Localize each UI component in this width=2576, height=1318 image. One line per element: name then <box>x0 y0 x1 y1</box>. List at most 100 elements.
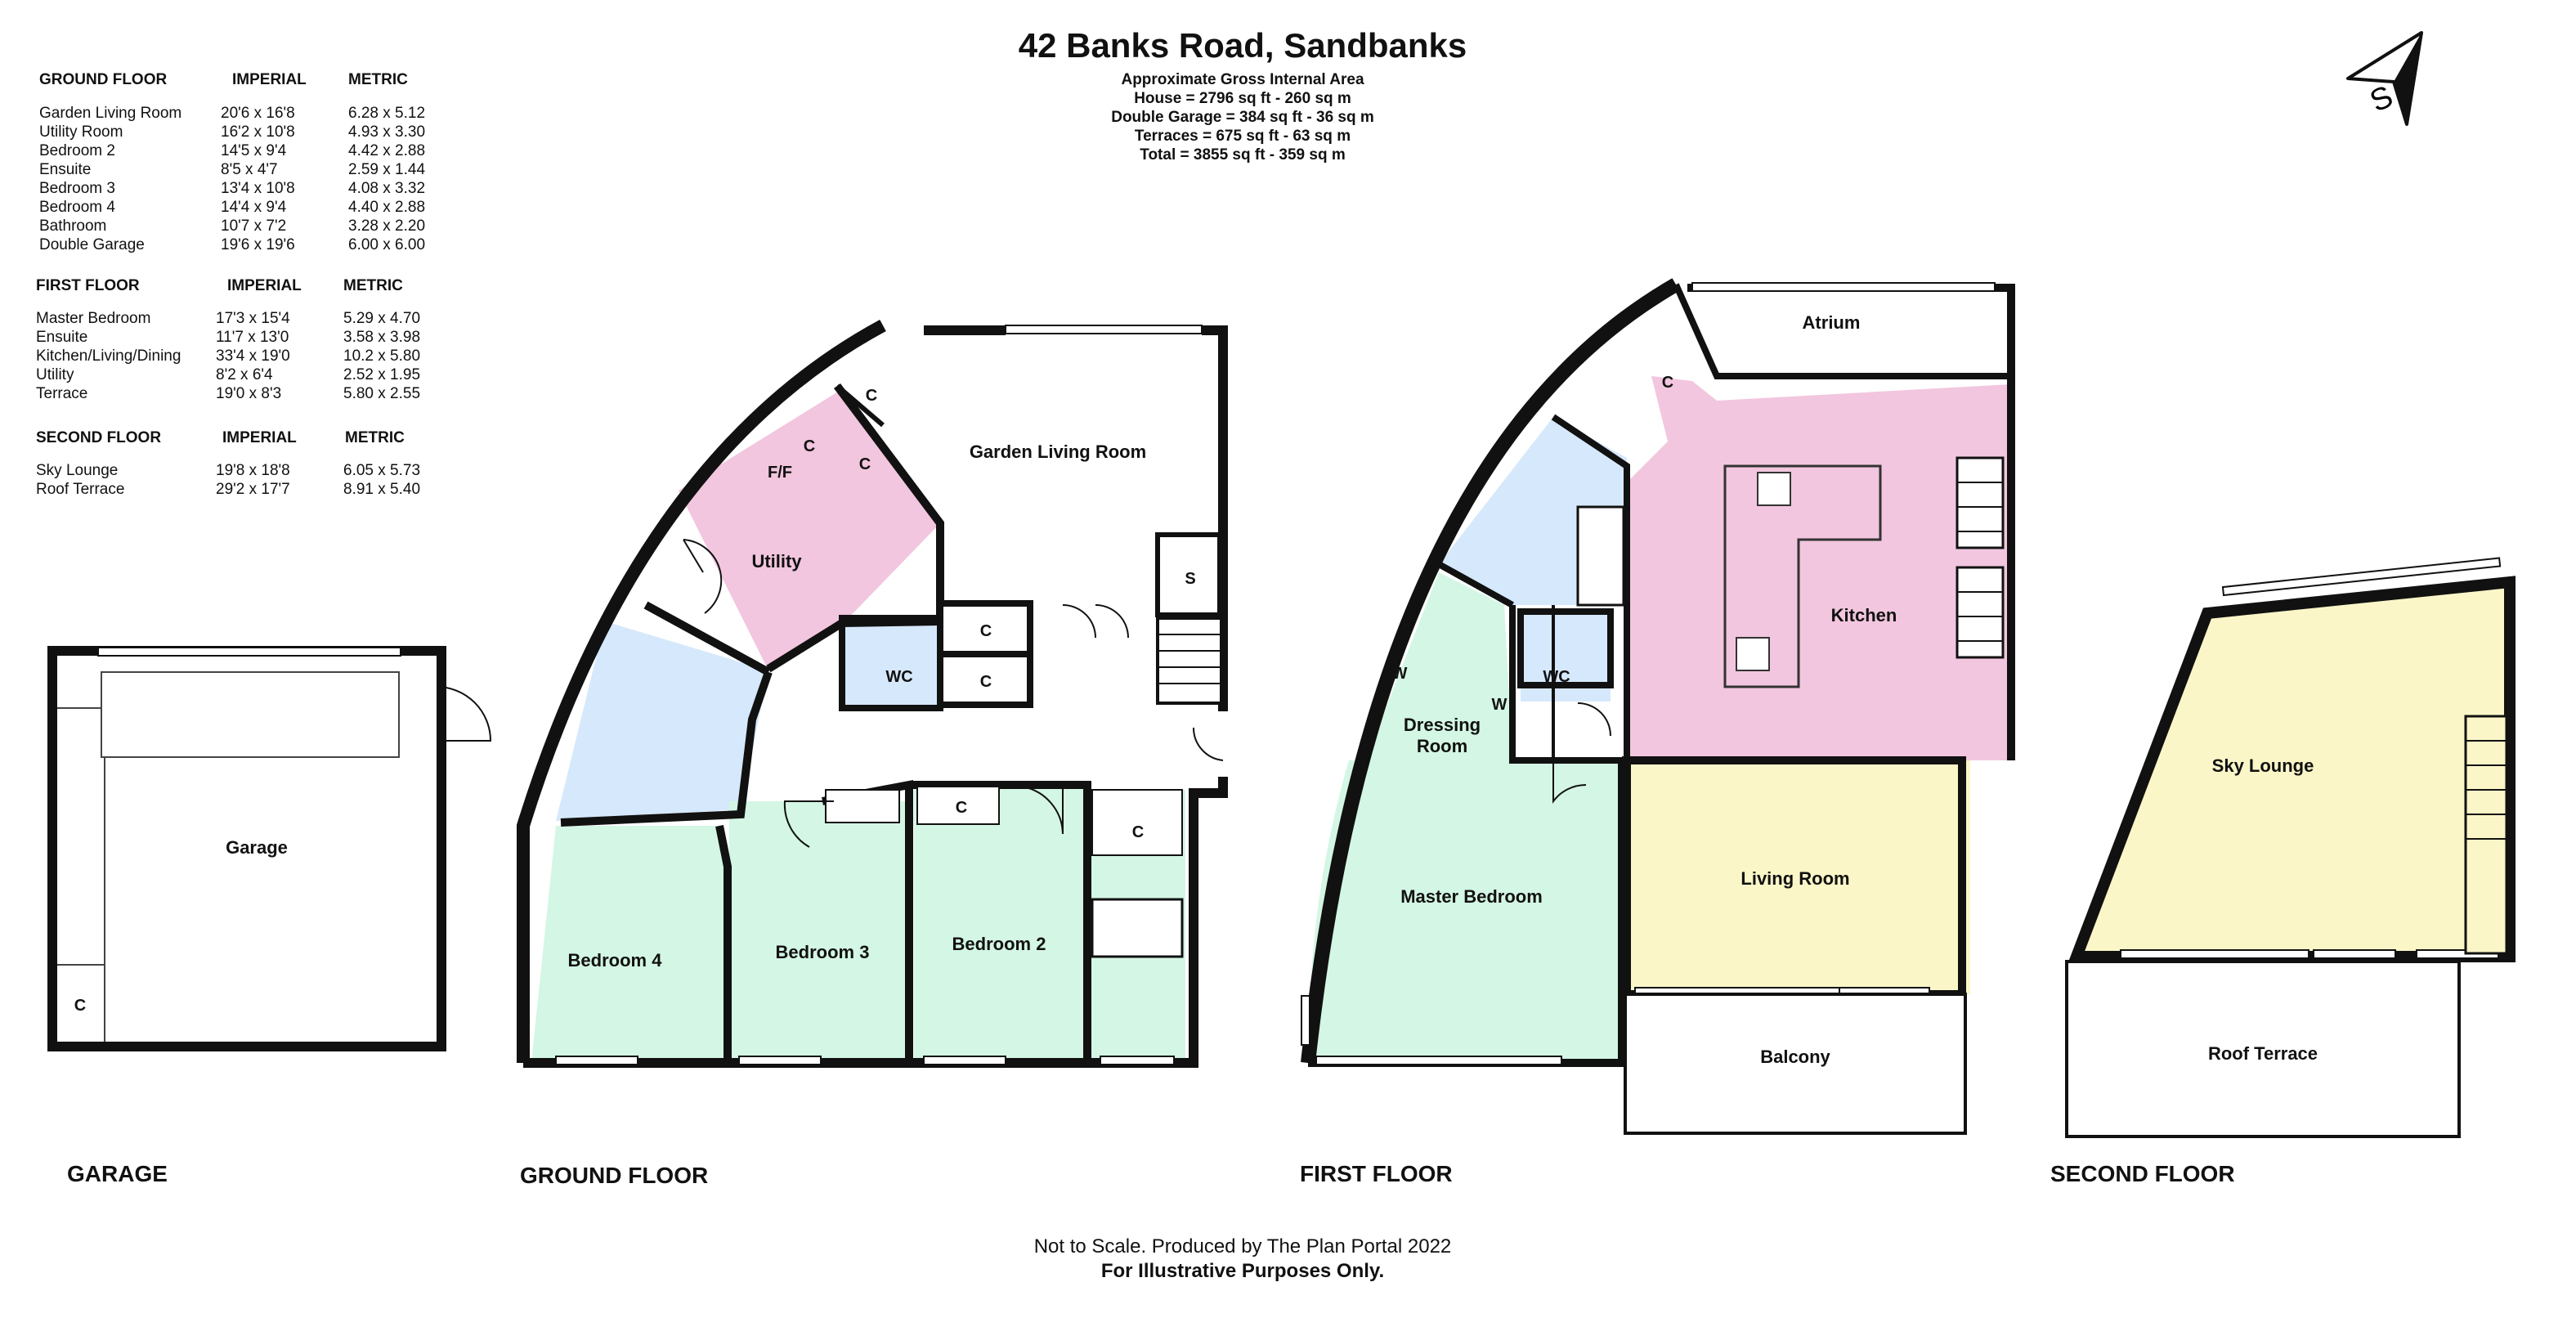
balcony-outline <box>1624 993 1967 1135</box>
room-label-cupboard: C <box>74 997 86 1015</box>
ground-floor-plan: Garden Living Room Utility F/F C C C S C… <box>517 319 1228 1068</box>
schedule-imperial-cell: 19'6 x 19'6 <box>221 236 295 253</box>
room-label-cupboard: C <box>1132 823 1144 841</box>
second-stairs <box>2464 715 2508 955</box>
schedule-ground-heading: GROUND FLOOR <box>39 71 168 88</box>
room-label-master-bedroom: Master Bedroom <box>1400 886 1543 907</box>
schedule-name-cell: Roof Terrace <box>36 481 125 498</box>
room-label-balcony: Balcony <box>1760 1047 1830 1067</box>
schedule-imperial-cell: 19'8 x 18'8 <box>216 462 290 479</box>
schedule-imperial-cell: 29'2 x 17'7 <box>216 481 290 498</box>
bedroom4-area <box>531 826 724 1063</box>
schedule-name-cell: Ensuite <box>36 329 88 346</box>
schedule-name-cell: Garden Living Room <box>39 105 182 122</box>
schedule-metric-cell: 3.28 x 2.20 <box>348 217 426 235</box>
schedule-name-cell: Bathroom <box>39 217 107 235</box>
utility-room-area <box>679 389 940 670</box>
schedule-name-cell: Sky Lounge <box>36 462 119 479</box>
room-label-cupboard: C <box>1662 374 1673 392</box>
schedule-name-cell: Master Bedroom <box>36 310 151 327</box>
room-label-atrium: Atrium <box>1803 312 1861 333</box>
schedule-imperial-cell: 33'4 x 19'0 <box>216 347 290 365</box>
first-floor-plan: Atrium C Kitchen WC W W Dressing Room Ma… <box>1301 278 2015 1135</box>
schedule-metric-cell: 5.29 x 4.70 <box>343 310 421 327</box>
schedule-imperial-cell: 13'4 x 10'8 <box>221 180 295 197</box>
room-schedule: GROUND FLOOR IMPERIAL METRIC Garden Livi… <box>0 0 458 507</box>
room-label-store: S <box>1185 570 1195 588</box>
area-total: Total = 3855 sq ft - 359 sq m <box>1140 146 1346 164</box>
schedule-metric-cell: 3.58 x 3.98 <box>343 329 421 346</box>
ground-stairs <box>1156 616 1223 705</box>
footer: Not to Scale. Produced by The Plan Porta… <box>0 1235 2485 1284</box>
room-label-garage: Garage <box>226 837 288 858</box>
room-label-cupboard: C <box>866 387 877 405</box>
schedule-name-cell: Utility <box>36 366 74 383</box>
area-heading: Approximate Gross Internal Area <box>1121 71 1364 88</box>
schedule-imperial-cell: 10'7 x 7'2 <box>221 217 287 235</box>
footer-credit: Not to Scale. Produced by The Plan Porta… <box>1033 1235 1452 1257</box>
living-room-area <box>1627 760 1970 994</box>
schedule-imperial-cell: 16'2 x 10'8 <box>221 123 295 141</box>
schedule-metric-cell: 8.91 x 5.40 <box>343 481 421 498</box>
room-label-cupboard: C <box>859 455 871 473</box>
first-curved-wall <box>1301 278 1680 1064</box>
schedule-imperial-cell: 11'7 x 13'0 <box>216 329 289 346</box>
bathroom-area <box>556 621 768 821</box>
sky-lounge-walls <box>2068 576 2516 962</box>
schedule-metric-cell: 10.2 x 5.80 <box>343 347 421 365</box>
room-label-wardrobe: W <box>1492 696 1508 714</box>
schedule-metric-cell: 6.05 x 5.73 <box>343 462 421 479</box>
schedule-metric-cell: 6.00 x 6.00 <box>348 236 426 253</box>
schedule-metric-cell: 4.42 x 2.88 <box>348 142 426 159</box>
schedule-name-cell: Bedroom 3 <box>39 180 115 197</box>
floor-label-first: FIRST FLOOR <box>1300 1161 1453 1186</box>
compass-arrow-icon: S <box>2346 31 2423 126</box>
footer-disclaimer: For Illustrative Purposes Only. <box>1100 1260 1385 1282</box>
schedule-imperial-cell: 19'0 x 8'3 <box>216 385 282 402</box>
schedule-first-heading: FIRST FLOOR <box>36 277 140 294</box>
room-label-utility: Utility <box>751 551 802 572</box>
wc-area <box>842 618 940 708</box>
room-label-roof-terrace: Roof Terrace <box>2208 1043 2318 1064</box>
room-label-living-room: Living Room <box>1740 868 1849 889</box>
schedule-metric-header: METRIC <box>345 429 405 446</box>
area-summary: Approximate Gross Internal Area House = … <box>850 70 1635 164</box>
schedule-imperial-header: IMPERIAL <box>222 429 297 446</box>
kitchen-island <box>1723 464 1882 688</box>
schedule-imperial-header: IMPERIAL <box>232 71 307 88</box>
roof-terrace-outline <box>2065 960 2461 1138</box>
schedule-metric-cell: 2.59 x 1.44 <box>348 161 426 178</box>
dressing-room-area <box>1365 572 1512 760</box>
kitchen-area <box>1627 376 2011 760</box>
room-label-sky-lounge: Sky Lounge <box>2212 755 2314 776</box>
page-title: 42 Banks Road, Sandbanks <box>1018 26 1467 65</box>
schedule-metric-cell: 5.80 x 2.55 <box>343 385 421 402</box>
area-terraces: Terraces = 675 sq ft - 63 sq m <box>1134 128 1351 145</box>
garage-shelf <box>101 671 400 758</box>
room-label-kitchen: Kitchen <box>1831 605 1897 625</box>
floor-label-garage: GARAGE <box>67 1161 168 1186</box>
room-label-dressing-2: Room <box>1417 736 1467 756</box>
floor-label-ground: GROUND FLOOR <box>520 1163 709 1188</box>
schedule-metric-cell: 6.28 x 5.12 <box>348 105 426 122</box>
room-label-wc: WC <box>1543 668 1570 686</box>
room-label-bedroom3: Bedroom 3 <box>776 942 870 962</box>
room-label-bedroom2: Bedroom 2 <box>952 934 1046 954</box>
schedule-imperial-header: IMPERIAL <box>227 277 302 294</box>
schedule-imperial-cell: 14'4 x 9'4 <box>221 199 287 216</box>
schedule-second-heading: SECOND FLOOR <box>36 429 162 446</box>
schedule-imperial-cell: 17'3 x 15'4 <box>216 310 290 327</box>
schedule-imperial-cell: 8'5 x 4'7 <box>221 161 278 178</box>
area-house: House = 2796 sq ft - 260 sq m <box>1134 90 1351 107</box>
schedule-metric-cell: 4.08 x 3.32 <box>348 180 426 197</box>
schedule-name-cell: Kitchen/Living/Dining <box>36 347 181 365</box>
room-label-cupboard: C <box>980 673 992 691</box>
schedule-metric-cell: 4.93 x 3.30 <box>348 123 426 141</box>
room-label-cupboard: C <box>956 799 967 817</box>
schedule-metric-cell: 4.40 x 2.88 <box>348 199 426 216</box>
master-bedroom-area <box>1308 760 1622 1063</box>
schedule-name-cell: Bedroom 4 <box>39 199 115 216</box>
schedule-metric-header: METRIC <box>343 277 403 294</box>
bedroom3-area <box>729 801 909 1063</box>
schedule-imperial-cell: 8'2 x 6'4 <box>216 366 273 383</box>
